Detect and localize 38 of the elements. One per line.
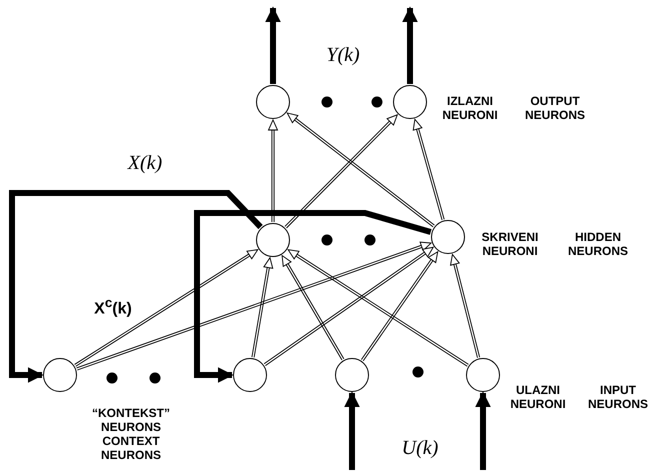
double-line-arrow: [287, 249, 469, 367]
layer-label: “KONTEKST” NEURONS: [91, 406, 171, 434]
context-state-symbol: X(k): [128, 152, 162, 174]
neuron-circle: [43, 358, 77, 392]
layer-label: HIDDEN NEURONS: [566, 230, 629, 258]
arrow: [265, 6, 281, 84]
arrow: [475, 391, 491, 470]
neuron-circle: [335, 358, 369, 392]
neuron-circle: [393, 85, 427, 119]
layer-label: INPUT NEURONS: [586, 383, 649, 411]
output-symbol: Y(k): [326, 44, 360, 66]
arrow: [9, 190, 263, 383]
double-line-arrow: [284, 114, 398, 228]
neuron-circle: [233, 358, 267, 392]
double-line-arrow: [282, 254, 344, 360]
double-line-arrow: [360, 250, 438, 362]
double-line-arrow: [268, 118, 278, 222]
layer-label: ULAZNI NEURONI: [509, 383, 567, 411]
arrow: [402, 6, 418, 84]
layer-label: CONTEXT NEURONS: [100, 434, 162, 462]
double-line-arrow: [264, 246, 434, 366]
arrow: [194, 210, 432, 383]
double-line-arrow: [286, 112, 435, 228]
neuron-circle: [256, 85, 290, 119]
context-input-symbol: X$^{c}$(k): [94, 294, 132, 318]
layer-label: SKRIVENI NEURONI: [480, 230, 540, 258]
double-line-arrow: [412, 118, 445, 220]
input-symbol: U(k): [402, 437, 438, 459]
double-line-arrow: [252, 256, 274, 358]
double-line-arrow: [74, 249, 259, 367]
neuron-circle: [256, 223, 290, 257]
neuron-circle: [431, 220, 465, 254]
neuron-circle: [466, 358, 500, 392]
double-line-arrow: [76, 242, 432, 370]
layer-label: OUTPUT NEURONS: [524, 94, 586, 122]
arrow: [344, 391, 360, 470]
layer-label: IZLAZNI NEURONI: [441, 94, 499, 122]
double-line-arrow: [450, 253, 480, 358]
